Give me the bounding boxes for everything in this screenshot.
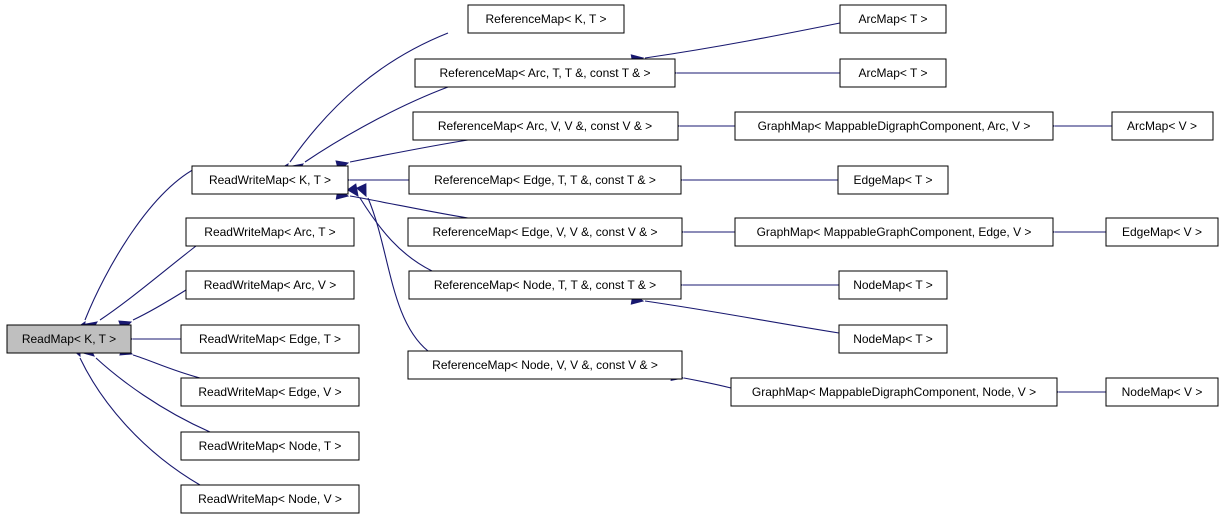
inheritance-edge — [99, 245, 197, 321]
node-referencemap-edge-v[interactable]: ReferenceMap< Edge, V, V &, const V & > — [407, 217, 683, 247]
node-readwritemap-k-t[interactable]: ReadWriteMap< K, T > — [191, 165, 349, 195]
node-label: ReadWriteMap< Edge, V > — [198, 385, 341, 399]
node-arcmap-t-2[interactable]: ArcMap< T > — [839, 58, 947, 88]
node-label: EdgeMap< V > — [1122, 225, 1202, 239]
node-label: ReadMap< K, T > — [22, 332, 116, 346]
inheritance-edge — [289, 32, 449, 163]
node-label: NodeMap< T > — [853, 278, 933, 292]
node-graphmap-graph-edge-v[interactable]: GraphMap< MappableGraphComponent, Edge, … — [734, 217, 1054, 247]
node-readwritemap-edge-v[interactable]: ReadWriteMap< Edge, V > — [180, 377, 360, 407]
inheritance-edge — [644, 22, 841, 59]
node-label: ReadWriteMap< Arc, T > — [204, 225, 335, 239]
inheritance-edge — [683, 377, 732, 389]
node-label: ReadWriteMap< Arc, V > — [204, 278, 337, 292]
inheritance-edge — [349, 195, 469, 219]
node-readmap-kt[interactable]: ReadMap< K, T > — [6, 324, 132, 354]
node-readwritemap-node-t[interactable]: ReadWriteMap< Node, T > — [180, 431, 360, 461]
node-label: NodeMap< V > — [1122, 385, 1203, 399]
node-label: GraphMap< MappableDigraphComponent, Node… — [752, 385, 1036, 399]
node-label: ReadWriteMap< Node, T > — [199, 439, 342, 453]
node-nodemap-v[interactable]: NodeMap< V > — [1105, 377, 1219, 407]
inheritance-arrowhead — [346, 183, 359, 197]
node-referencemap-node-t[interactable]: ReferenceMap< Node, T, T &, const T & > — [408, 270, 682, 300]
node-label: ArcMap< T > — [859, 12, 928, 26]
inheritance-edge — [132, 289, 187, 321]
inheritance-edge — [304, 86, 449, 163]
node-nodemap-t-1[interactable]: NodeMap< T > — [838, 270, 948, 300]
node-label: ArcMap< V > — [1127, 119, 1197, 133]
node-label: NodeMap< T > — [853, 332, 933, 346]
node-edgemap-t[interactable]: EdgeMap< T > — [837, 165, 949, 195]
inheritance-edge — [132, 354, 201, 379]
node-edgemap-v[interactable]: EdgeMap< V > — [1105, 217, 1219, 247]
inheritance-arrowhead — [355, 183, 367, 198]
node-label: ReferenceMap< Edge, T, T &, const T & > — [434, 173, 656, 187]
node-arcmap-t-1[interactable]: ArcMap< T > — [839, 4, 947, 34]
node-label: ReferenceMap< Node, T, T &, const T & > — [434, 278, 656, 292]
inheritance-edges — [69, 22, 1112, 486]
node-label: ReferenceMap< Arc, V, V &, const V & > — [438, 119, 652, 133]
node-label: ReadWriteMap< Node, V > — [198, 492, 342, 506]
inheritance-edge — [79, 357, 201, 486]
node-readwritemap-arc-t[interactable]: ReadWriteMap< Arc, T > — [185, 217, 355, 247]
node-readwritemap-edge-t[interactable]: ReadWriteMap< Edge, T > — [180, 324, 360, 354]
inheritance-edge — [95, 357, 211, 433]
node-arcmap-v[interactable]: ArcMap< V > — [1111, 111, 1214, 141]
node-nodemap-t-2[interactable]: NodeMap< T > — [838, 324, 948, 354]
inheritance-edge — [367, 197, 429, 352]
node-label: EdgeMap< T > — [854, 173, 933, 187]
node-referencemap-k-t[interactable]: ReferenceMap< K, T > — [467, 4, 625, 34]
node-readwritemap-arc-v[interactable]: ReadWriteMap< Arc, V > — [185, 270, 355, 300]
inheritance-edge — [359, 197, 433, 272]
node-label: GraphMap< MappableGraphComponent, Edge, … — [757, 225, 1032, 239]
node-referencemap-arc-v[interactable]: ReferenceMap< Arc, V, V &, const V & > — [412, 111, 679, 141]
inheritance-edge — [84, 165, 201, 321]
node-referencemap-arc-t[interactable]: ReferenceMap< Arc, T, T &, const T & > — [414, 58, 676, 88]
node-graphmap-digraph-node-v[interactable]: GraphMap< MappableDigraphComponent, Node… — [730, 377, 1058, 407]
node-readwritemap-node-v[interactable]: ReadWriteMap< Node, V > — [180, 484, 360, 514]
node-label: ReadWriteMap< Edge, T > — [199, 332, 341, 346]
inheritance-edge — [349, 139, 469, 163]
node-label: GraphMap< MappableDigraphComponent, Arc,… — [758, 119, 1031, 133]
node-label: ReadWriteMap< K, T > — [209, 173, 331, 187]
node-referencemap-edge-t[interactable]: ReferenceMap< Edge, T, T &, const T & > — [408, 165, 682, 195]
node-label: ReferenceMap< Node, V, V &, const V & > — [432, 358, 658, 372]
node-label: ReferenceMap< Edge, V, V &, const V & > — [432, 225, 657, 239]
node-graphmap-digraph-arc-v[interactable]: GraphMap< MappableDigraphComponent, Arc,… — [734, 111, 1054, 141]
node-label: ReferenceMap< Arc, T, T &, const T & > — [439, 66, 650, 80]
node-label: ArcMap< T > — [859, 66, 928, 80]
node-referencemap-node-v[interactable]: ReferenceMap< Node, V, V &, const V & > — [407, 350, 683, 380]
inheritance-edge — [644, 300, 840, 334]
node-label: ReferenceMap< K, T > — [486, 12, 607, 26]
